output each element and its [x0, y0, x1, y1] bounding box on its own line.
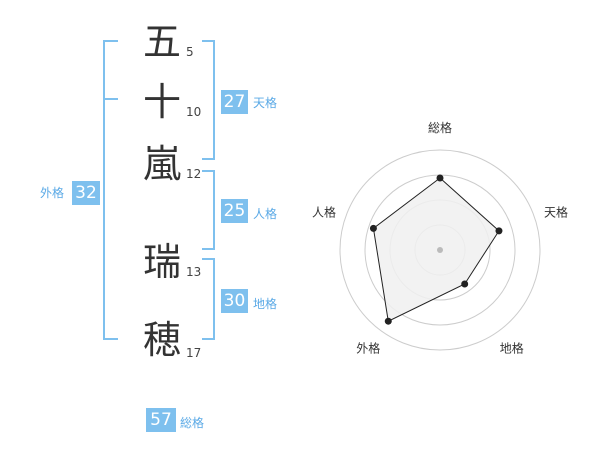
- jinkaku-bracket-vertical: [213, 170, 215, 250]
- radar-axis-label-1: 総格: [428, 120, 452, 135]
- radar-axis-label-5: 人格: [312, 204, 336, 219]
- stroke-count-1: 5: [186, 45, 194, 59]
- chikaku-bracket-bottom: [202, 338, 215, 340]
- tenkaku-value-box: 27: [221, 90, 248, 114]
- radar-axis-label-3: 地格: [500, 341, 524, 356]
- tenkaku-bracket-top: [202, 40, 215, 42]
- jinkaku-bracket-top: [202, 170, 215, 172]
- name-char-1: 五: [142, 20, 181, 64]
- radar-center-point: [437, 247, 443, 253]
- tenkaku-label: 天格: [253, 96, 278, 110]
- stroke-count-4: 13: [186, 265, 202, 279]
- name-char-5: 穂: [142, 318, 181, 362]
- radar-axis-label-2: 天格: [544, 204, 568, 219]
- gaikaku-bracket-vertical: [103, 40, 105, 340]
- gaikaku-value-box: 32: [72, 181, 100, 205]
- radar-point-5: [369, 224, 377, 232]
- tenkaku-bracket-bottom: [202, 158, 215, 160]
- gaikaku-bracket-split: [103, 98, 118, 100]
- stroke-count-3: 12: [186, 167, 202, 181]
- stroke-count-2: 10: [186, 105, 202, 119]
- name-char-2: 十: [142, 80, 181, 124]
- jinkaku-bracket-bottom: [202, 248, 215, 250]
- name-char-4: 瑞: [142, 240, 181, 284]
- jinkaku-value-box: 25: [221, 199, 248, 223]
- radar-point-4: [384, 317, 392, 325]
- radar-point-1: [436, 174, 444, 182]
- radar-series-polygon: [372, 177, 500, 322]
- soukaku-label: 総格: [180, 416, 205, 430]
- chikaku-label: 地格: [253, 297, 278, 311]
- chikaku-bracket-vertical: [213, 258, 215, 340]
- tenkaku-bracket-vertical: [213, 40, 215, 160]
- chikaku-value-box: 30: [221, 289, 248, 313]
- stroke-count-5: 17: [186, 346, 202, 360]
- radar-axis-label-4: 外格: [356, 341, 380, 356]
- name-char-3: 嵐: [142, 142, 181, 186]
- radar-point-2: [495, 227, 503, 235]
- chikaku-bracket-top: [202, 258, 215, 260]
- radar-point-3: [461, 280, 469, 288]
- soukaku-value-box: 57: [146, 408, 176, 432]
- jinkaku-label: 人格: [253, 207, 278, 221]
- radar-ring-4: [339, 149, 541, 351]
- gaikaku-label: 外格: [40, 186, 65, 200]
- gaikaku-bracket-bottom: [103, 338, 118, 340]
- gaikaku-bracket-top: [103, 40, 118, 42]
